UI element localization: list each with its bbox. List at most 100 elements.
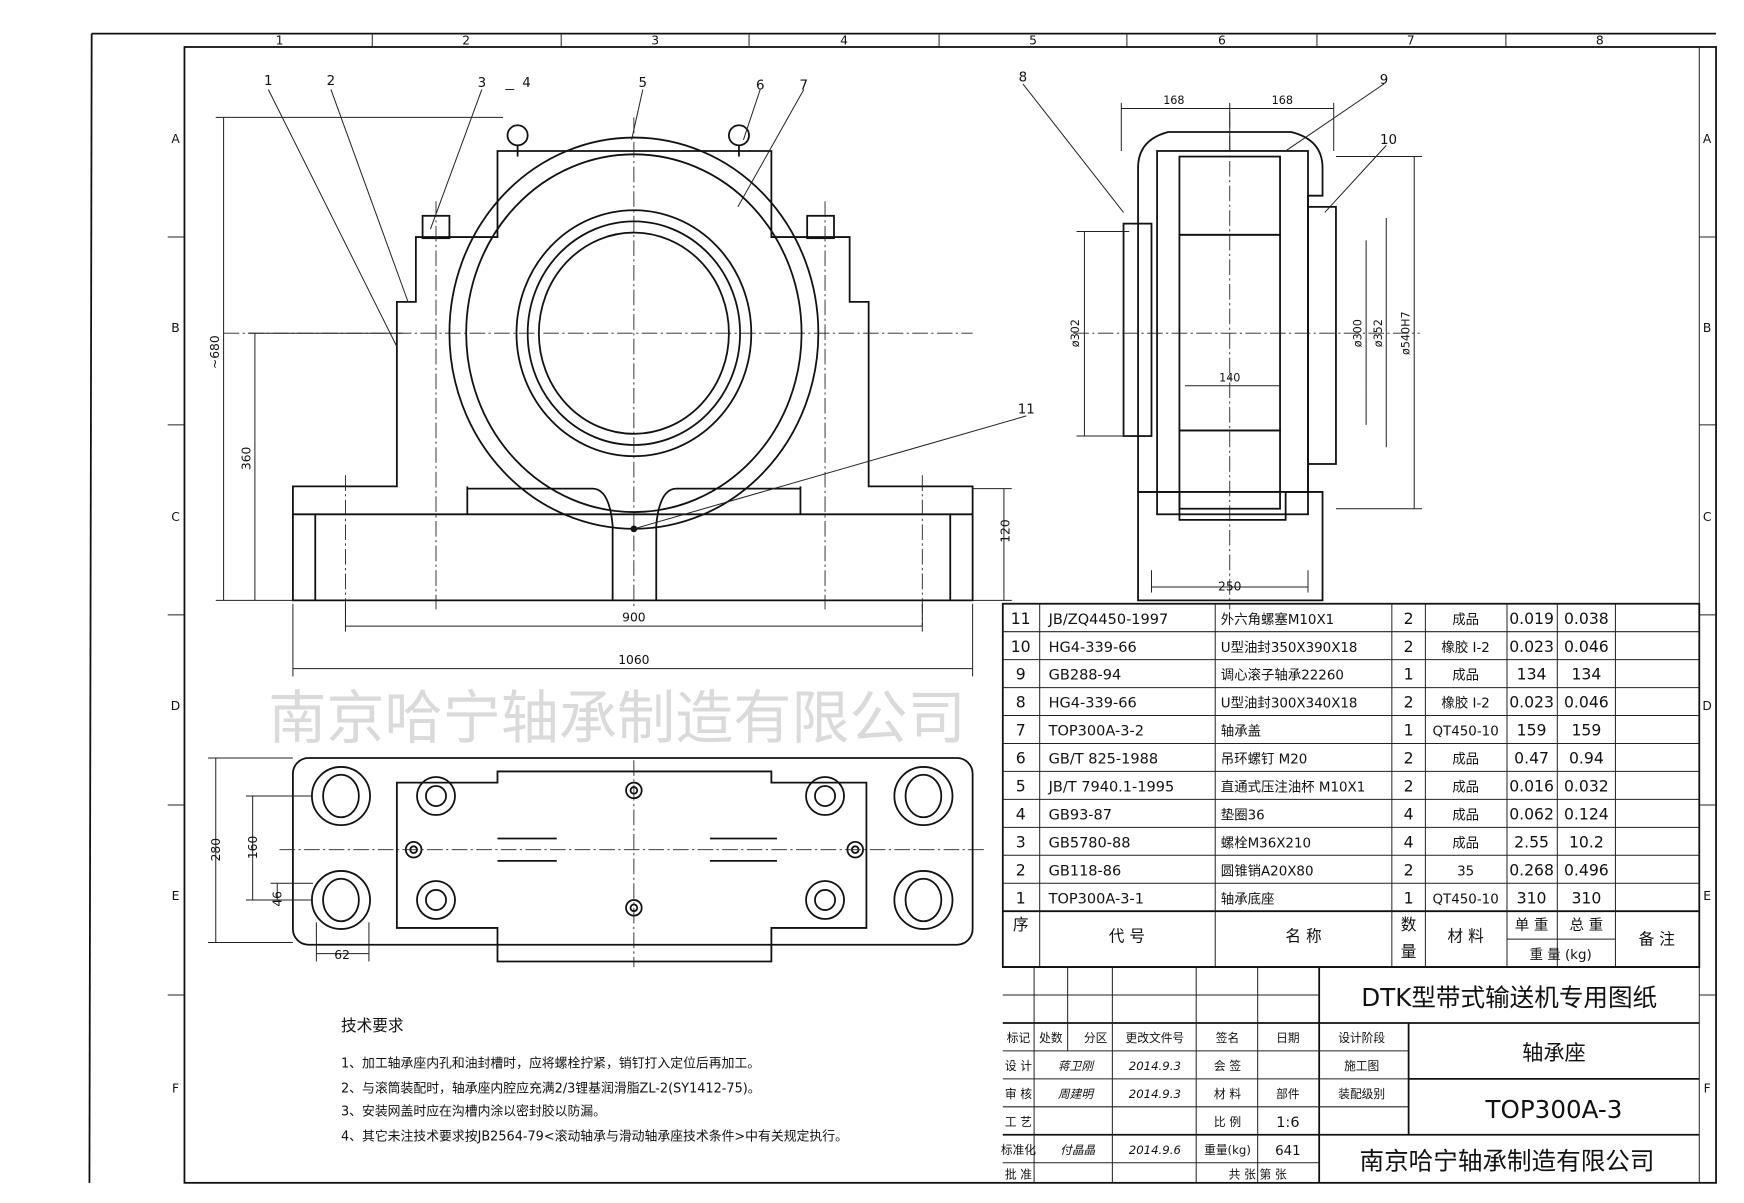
- dim-d352: ø352: [1372, 319, 1385, 347]
- tb-countersign: 会 签: [1214, 1059, 1241, 1073]
- callout-9: 9: [1380, 73, 1389, 88]
- zone-label: 7: [1407, 34, 1415, 48]
- tb-check-date: 2014.9.3: [1129, 1087, 1181, 1101]
- callout-6: 6: [756, 78, 765, 93]
- cell-code: GB/T 825-1988: [1049, 752, 1158, 768]
- title-block: DTK型带式输送机专用图纸 轴承座 TOP300A-3 南京哈宁轴承制造有限公司…: [1001, 966, 1700, 1183]
- cell-material: 成品: [1452, 612, 1479, 628]
- callout-11: 11: [1018, 403, 1035, 418]
- watermark: 南京哈宁轴承制造有限公司: [268, 684, 966, 752]
- cell-unit: 0.019: [1509, 609, 1554, 628]
- project-title: DTK型带式输送机专用图纸: [1361, 983, 1657, 1012]
- zone-label: C: [171, 510, 180, 524]
- header-qty: 数: [1401, 915, 1417, 934]
- cell-no: 2: [1016, 860, 1026, 879]
- tb-scale-label: 比 例: [1214, 1115, 1241, 1129]
- header-material: 材 料: [1447, 926, 1484, 945]
- cell-total: 310: [1571, 888, 1601, 907]
- zone-label: D: [171, 699, 180, 713]
- cell-material: 35: [1457, 864, 1474, 879]
- cell-material: QT450-10: [1433, 892, 1499, 907]
- cell-total: 0.124: [1564, 804, 1609, 823]
- cell-total: 134: [1571, 665, 1601, 684]
- tb-standard-sign: 付晶晶: [1060, 1143, 1095, 1157]
- tech-requirement-item: 1、加工轴承座内孔和油封槽时，应将螺栓拧紧，销钉打入定位后再加工。: [341, 1056, 760, 1072]
- callout-8: 8: [1019, 71, 1028, 86]
- cell-code: GB118-86: [1049, 863, 1122, 879]
- dim-plan-bolt-span: 160: [246, 836, 260, 859]
- cell-material: 成品: [1452, 752, 1479, 768]
- cell-name: 吊环螺钉 M20: [1221, 752, 1308, 768]
- zone-label: D: [1702, 699, 1711, 713]
- callout-1: 1: [264, 74, 273, 89]
- cell-unit: 159: [1517, 721, 1547, 740]
- cell-total: 0.038: [1564, 609, 1609, 628]
- cell-material: 橡胶 I-2: [1441, 639, 1489, 656]
- zone-label: F: [1704, 1081, 1711, 1095]
- cell-material: 成品: [1452, 835, 1479, 851]
- zone-label: A: [171, 132, 180, 146]
- cell-name: 垫圈36: [1221, 808, 1265, 824]
- cell-no: 3: [1016, 832, 1026, 851]
- callout-3: 3: [478, 76, 487, 91]
- dim-height: ~680: [208, 335, 222, 369]
- dim-plan-width: 280: [209, 838, 223, 861]
- header-remarks: 备 注: [1639, 930, 1676, 949]
- tb-header: 分区: [1084, 1031, 1108, 1045]
- tb-check-sign: 周建明: [1058, 1087, 1095, 1101]
- cell-code: GB93-87: [1049, 808, 1112, 824]
- company-name: 南京哈宁轴承制造有限公司: [1360, 1146, 1655, 1175]
- section-view: 168 168 ø302 ø300 ø352 ø540H7 140 250 8 …: [1019, 71, 1423, 610]
- dim-inner: 140: [1219, 371, 1240, 384]
- tb-header: 签名: [1216, 1031, 1239, 1045]
- cell-no: 1: [1016, 888, 1026, 907]
- zone-label: 1: [276, 34, 284, 48]
- cell-name: 螺栓M36X210: [1221, 835, 1311, 851]
- zone-label: C: [1703, 510, 1712, 524]
- zone-label: F: [172, 1081, 179, 1095]
- cell-total: 159: [1571, 721, 1601, 740]
- cell-name: U型油封300X340X18: [1221, 696, 1358, 712]
- tb-weight-label: 重量(kg): [1204, 1143, 1251, 1157]
- zone-label: B: [171, 321, 179, 335]
- cell-material: 成品: [1452, 668, 1479, 684]
- header-name: 名 称: [1285, 926, 1321, 945]
- zone-label: 6: [1218, 34, 1226, 48]
- cell-total: 0.496: [1564, 860, 1609, 879]
- cell-unit: 2.55: [1514, 832, 1549, 851]
- callout-2: 2: [327, 74, 336, 89]
- cell-total: 0.046: [1564, 693, 1609, 712]
- cell-qty: 1: [1404, 665, 1414, 684]
- tb-design-label: 设 计: [1005, 1059, 1032, 1073]
- dim-d540: ø540H7: [1400, 311, 1413, 355]
- tech-requirements: 技术要求 1、加工轴承座内孔和油封槽时，应将螺栓拧紧，销钉打入定位后再加工。 2…: [341, 1016, 848, 1145]
- header-weight: 重 量 (kg): [1530, 947, 1592, 963]
- cell-qty: 2: [1404, 693, 1414, 712]
- callout-4: 4: [522, 76, 531, 91]
- drawing-number: TOP300A-3: [1485, 1095, 1623, 1124]
- cell-material: QT450-10: [1433, 725, 1499, 740]
- cell-no: 9: [1016, 665, 1026, 684]
- zone-label: A: [1703, 132, 1712, 146]
- cell-qty: 1: [1404, 888, 1414, 907]
- callout-5: 5: [639, 76, 648, 91]
- zone-label: B: [1703, 321, 1711, 335]
- tech-requirements-title: 技术要求: [341, 1016, 404, 1035]
- tb-process-label: 工 艺: [1005, 1115, 1032, 1129]
- cell-qty: 2: [1404, 860, 1414, 879]
- header-total-weight: 总 重: [1570, 917, 1604, 934]
- cell-code: GB288-94: [1049, 668, 1122, 684]
- tb-header: 设计阶段: [1338, 1031, 1385, 1045]
- header-code: 代 号: [1109, 926, 1145, 945]
- zone-label: 8: [1596, 34, 1604, 48]
- dim-section-left: 168: [1163, 94, 1184, 107]
- tb-header: 处数: [1039, 1031, 1063, 1045]
- plan-view: 280 160 46 62: [207, 757, 984, 968]
- tb-header: 标记: [1007, 1031, 1031, 1045]
